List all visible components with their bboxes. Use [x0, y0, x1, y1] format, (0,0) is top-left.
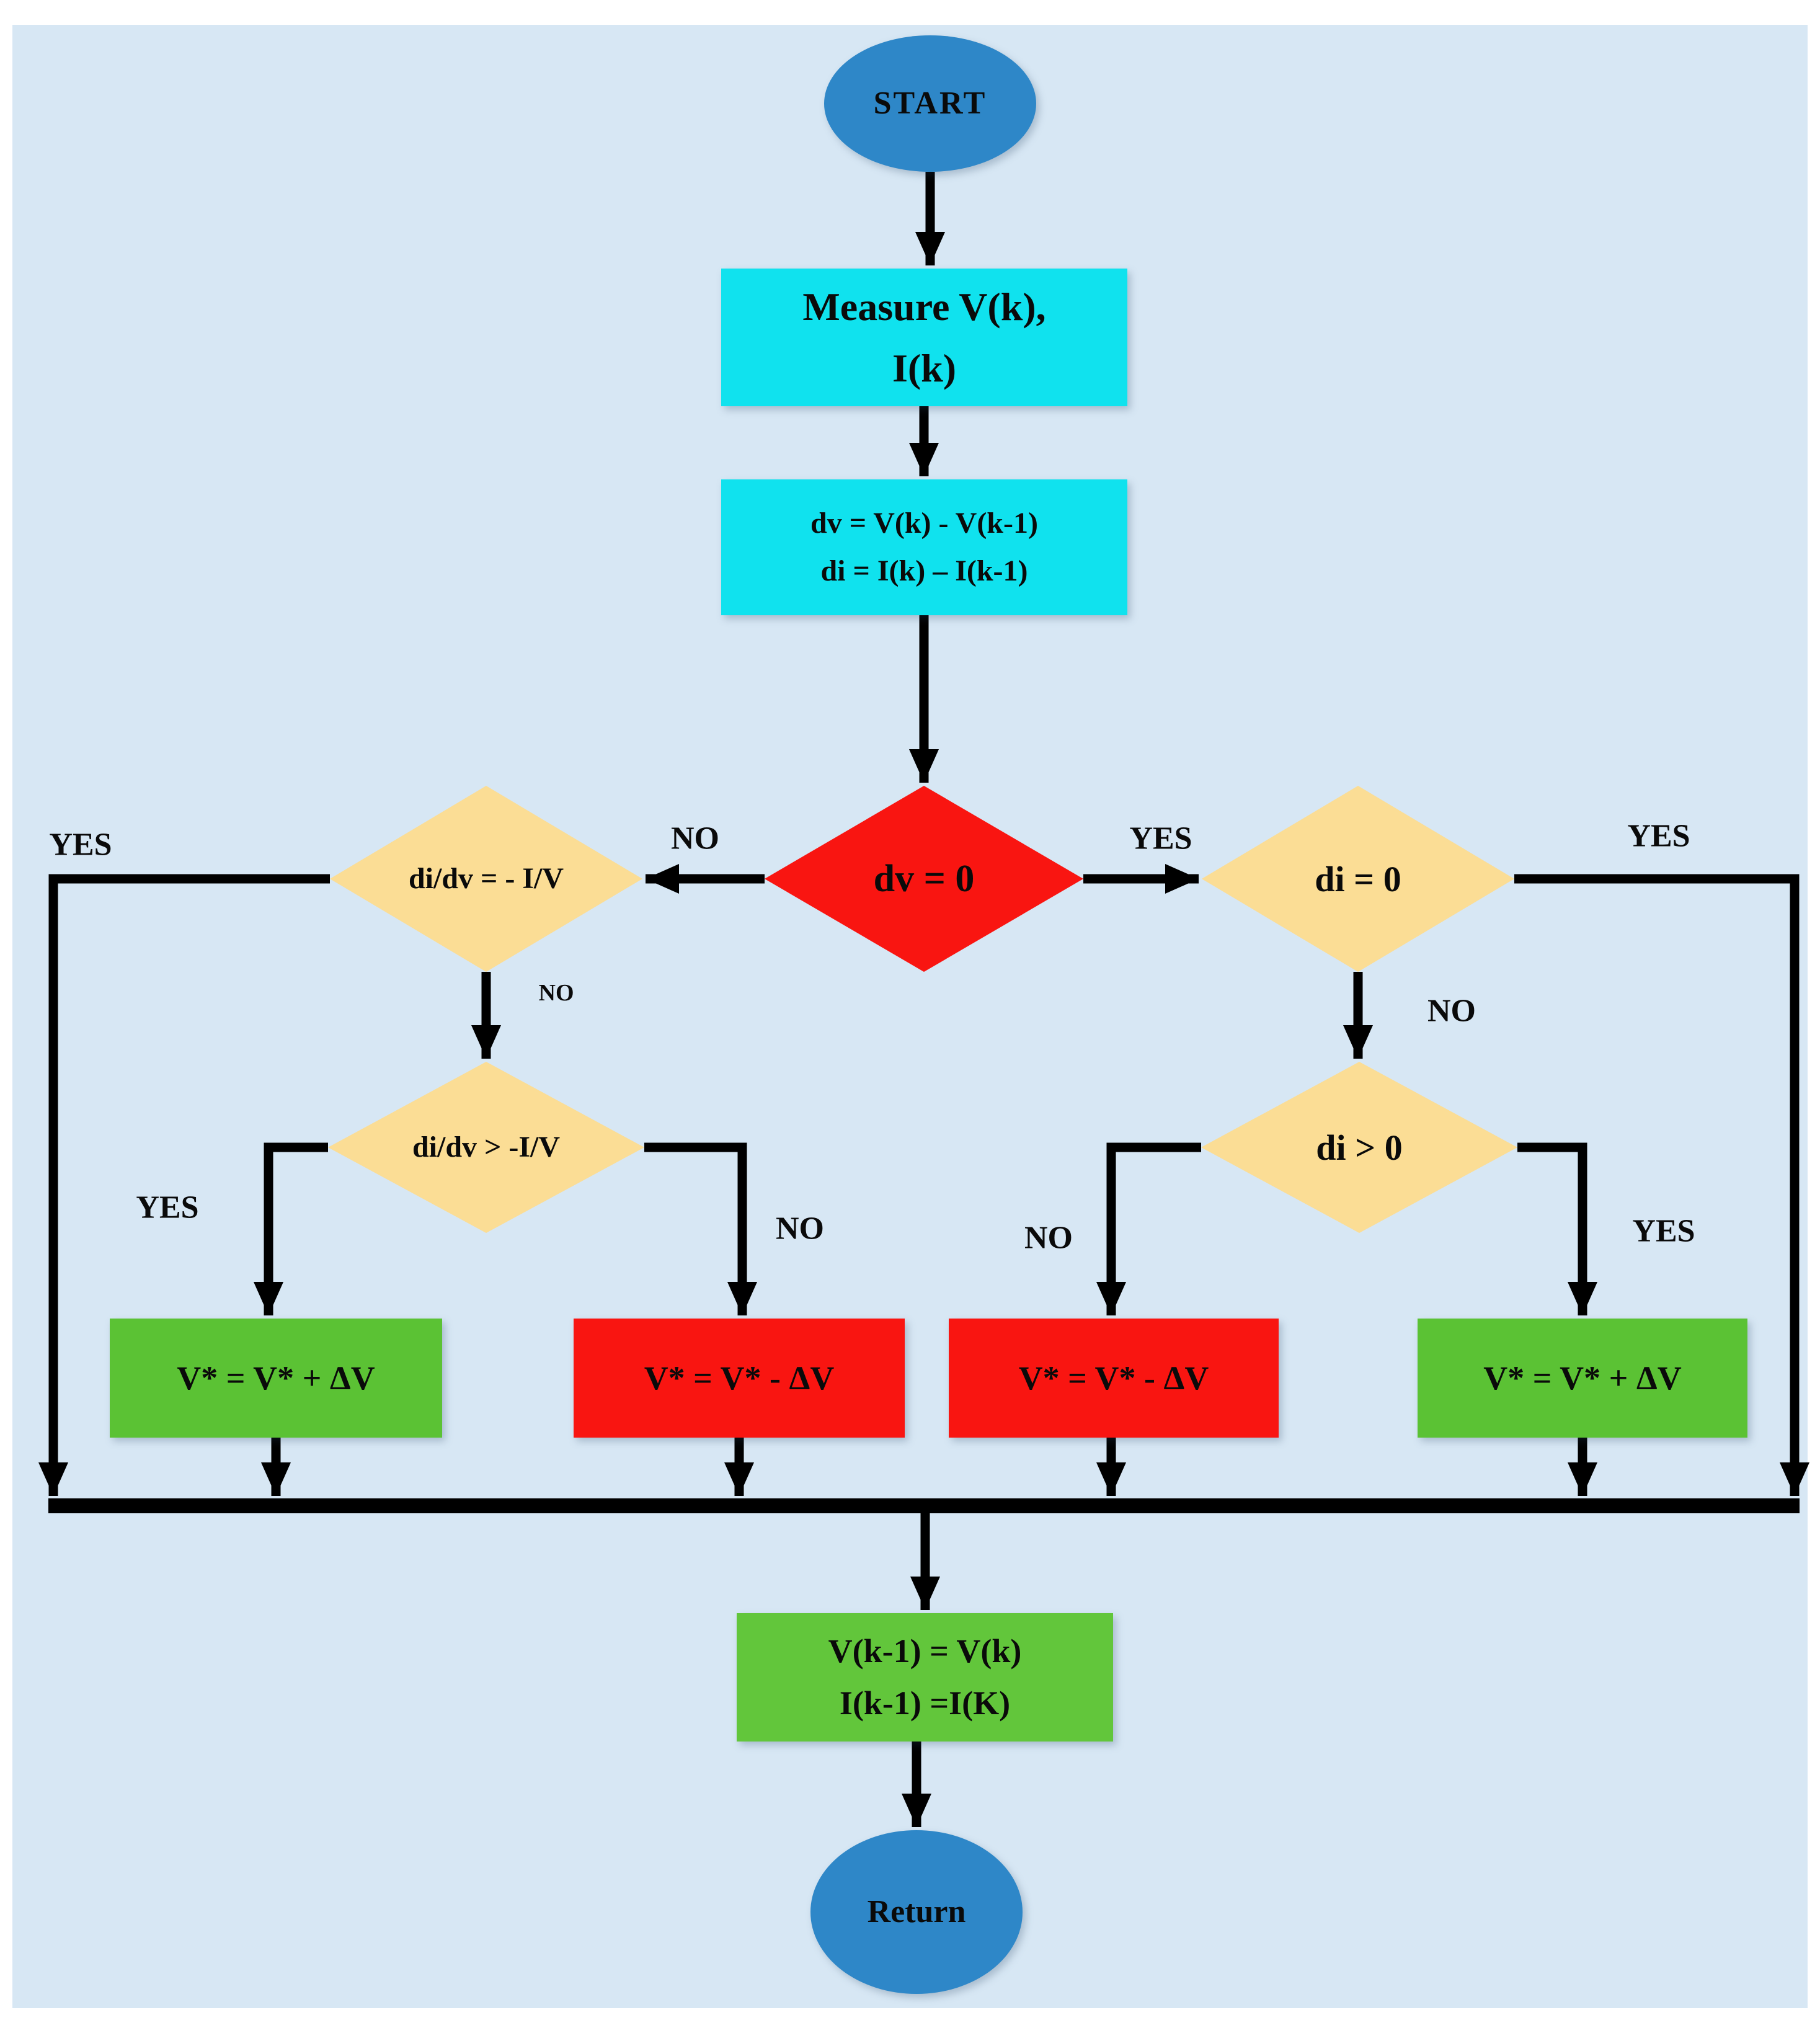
branch-label-di0-no: NO — [1427, 993, 1476, 1029]
branch-label-didvgt-no: NO — [776, 1211, 824, 1247]
action-decrease-right-label: V* = V* - ΔV — [1018, 1359, 1209, 1397]
start-label: START — [873, 86, 987, 121]
decision-didv-gt-label: di/dv > -I/V — [412, 1131, 561, 1163]
action-increase-right: V* = V* + ΔV — [1418, 1319, 1747, 1438]
action-decrease-left: V* = V* - ΔV — [574, 1319, 905, 1438]
action-decrease-right: V* = V* - ΔV — [949, 1319, 1279, 1438]
decision-di-gt-label: di > 0 — [1316, 1127, 1403, 1168]
measure-line1: Measure V(k), — [802, 284, 1046, 329]
connector-didveq-yes-farleft — [38, 874, 330, 1496]
branch-label-dv0-no: NO — [671, 821, 719, 856]
action-decrease-left-label: V* = V* - ΔV — [644, 1359, 835, 1397]
delta-line1: dv = V(k) - V(k-1) — [810, 506, 1038, 540]
action-increase-right-label: V* = V* + ΔV — [1483, 1359, 1682, 1397]
connector-di0-yes-farright — [1514, 874, 1809, 1496]
update-line2: I(k-1) =I(K) — [839, 1684, 1011, 1722]
return-label: Return — [867, 1894, 966, 1929]
update-line1: V(k-1) = V(k) — [828, 1632, 1022, 1670]
branch-label-didvgt-yes: YES — [136, 1190, 199, 1226]
update-process: V(k-1) = V(k) I(k-1) =I(K) — [737, 1613, 1113, 1742]
connector-didvgt-yes-to-box1 — [254, 1142, 328, 1315]
connector-didvgt-no-to-box2 — [644, 1142, 757, 1315]
delta-process: dv = V(k) - V(k-1) di = I(k) – I(k-1) — [721, 479, 1127, 615]
decision-didv-eq-label: di/dv = - I/V — [408, 862, 564, 895]
action-increase-left-label: V* = V* + ΔV — [177, 1359, 375, 1397]
connector-digt-yes-to-box4 — [1517, 1142, 1597, 1315]
measure-line2: I(k) — [892, 346, 957, 390]
branch-label-far-right-yes: YES — [1627, 818, 1690, 854]
delta-line2: di = I(k) – I(k-1) — [820, 554, 1028, 587]
branch-label-dv0-yes: YES — [1129, 821, 1192, 856]
decision-dv0-label: dv = 0 — [873, 857, 975, 900]
action-increase-left: V* = V* + ΔV — [110, 1319, 442, 1438]
branch-label-far-left-yes: YES — [49, 827, 112, 863]
branch-label-didveq-no: NO — [538, 980, 574, 1006]
start-terminal: START — [824, 35, 1036, 172]
branch-label-digt-no: NO — [1024, 1220, 1073, 1256]
connector-digt-no-to-box3 — [1096, 1142, 1201, 1315]
decision-di0-label: di = 0 — [1315, 858, 1401, 899]
measure-process: Measure V(k), I(k) — [721, 269, 1127, 406]
return-terminal: Return — [810, 1830, 1023, 1994]
branch-label-digt-yes: YES — [1632, 1213, 1695, 1249]
